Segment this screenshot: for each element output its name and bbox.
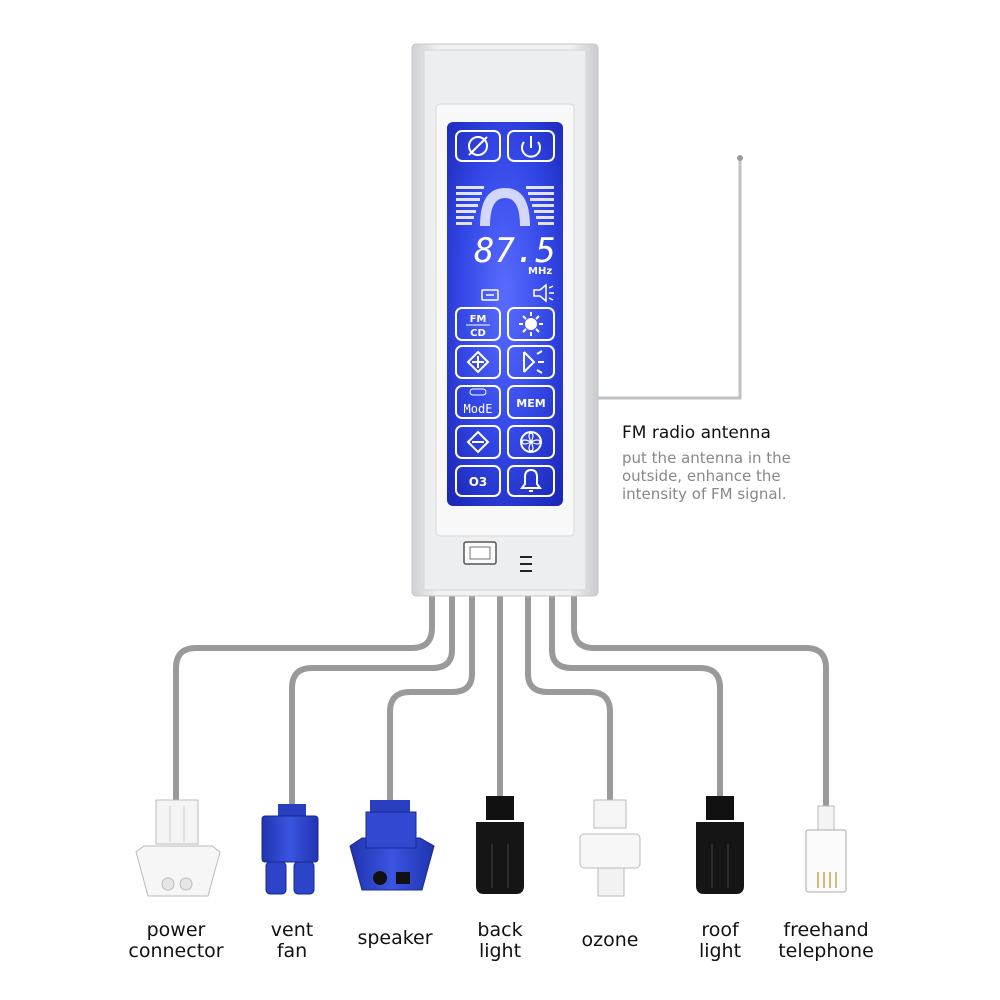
speaker-label: speaker [357, 927, 433, 949]
antenna-wire [597, 155, 743, 400]
phone-off-icon [468, 136, 488, 156]
speaker-connector [349, 800, 435, 891]
fm-cd-button[interactable]: FM CD [455, 307, 501, 341]
radio-icon [481, 289, 499, 301]
light-icon [525, 318, 537, 330]
antenna-description-line: put the antenna in the [622, 449, 791, 467]
telephone-connector [805, 805, 847, 893]
power-icon [521, 141, 541, 158]
mem-label: MEM [516, 397, 545, 410]
lcd-content: 87.5 MHz FM CD [455, 130, 556, 497]
ozone-connector [579, 799, 641, 897]
cables [173, 592, 829, 812]
equalizer-bars [456, 186, 554, 226]
power-connector [135, 799, 221, 897]
lamp-icon [523, 351, 536, 373]
controller-housing [411, 43, 599, 597]
vent-fan-connector [261, 804, 319, 895]
antenna-description: put the antenna in the outside, enhance … [622, 449, 832, 503]
roof-light-connector [696, 796, 744, 894]
fan-icon [520, 431, 542, 453]
ozone-label: O3 [469, 475, 488, 489]
frequency-display: 87.5 [474, 231, 556, 271]
mode-label: ModE [464, 402, 493, 416]
antenna-description-line: intensity of FM signal. [622, 485, 787, 503]
antenna-description-line: outside, enhance the [622, 467, 781, 485]
bell-button[interactable] [507, 465, 555, 497]
cd-label: CD [470, 328, 486, 339]
minus-icon [466, 430, 490, 454]
bell-icon [520, 468, 542, 489]
phone-off-button[interactable] [455, 130, 501, 162]
plus-icon [466, 350, 490, 374]
ozone-label: ozone [581, 929, 639, 951]
back-light-connector [476, 796, 524, 894]
ozone-button[interactable]: O3 [455, 465, 501, 497]
volume-up-button[interactable] [455, 345, 501, 379]
frequency-unit: MHz [528, 266, 552, 277]
antenna-title: FM radio antenna [622, 423, 771, 443]
power-button[interactable] [507, 130, 555, 162]
volume-down-button[interactable] [455, 425, 501, 459]
lcd-screen [447, 122, 563, 506]
speaker-icon [533, 283, 554, 303]
mic-grille [520, 556, 532, 572]
fan-button[interactable] [507, 425, 555, 459]
mode-button[interactable]: ModE [455, 385, 501, 419]
mem-button[interactable]: MEM [507, 385, 555, 419]
back-light-button[interactable] [507, 345, 555, 379]
fm-label: FM [470, 314, 487, 325]
light-button[interactable] [507, 307, 555, 341]
